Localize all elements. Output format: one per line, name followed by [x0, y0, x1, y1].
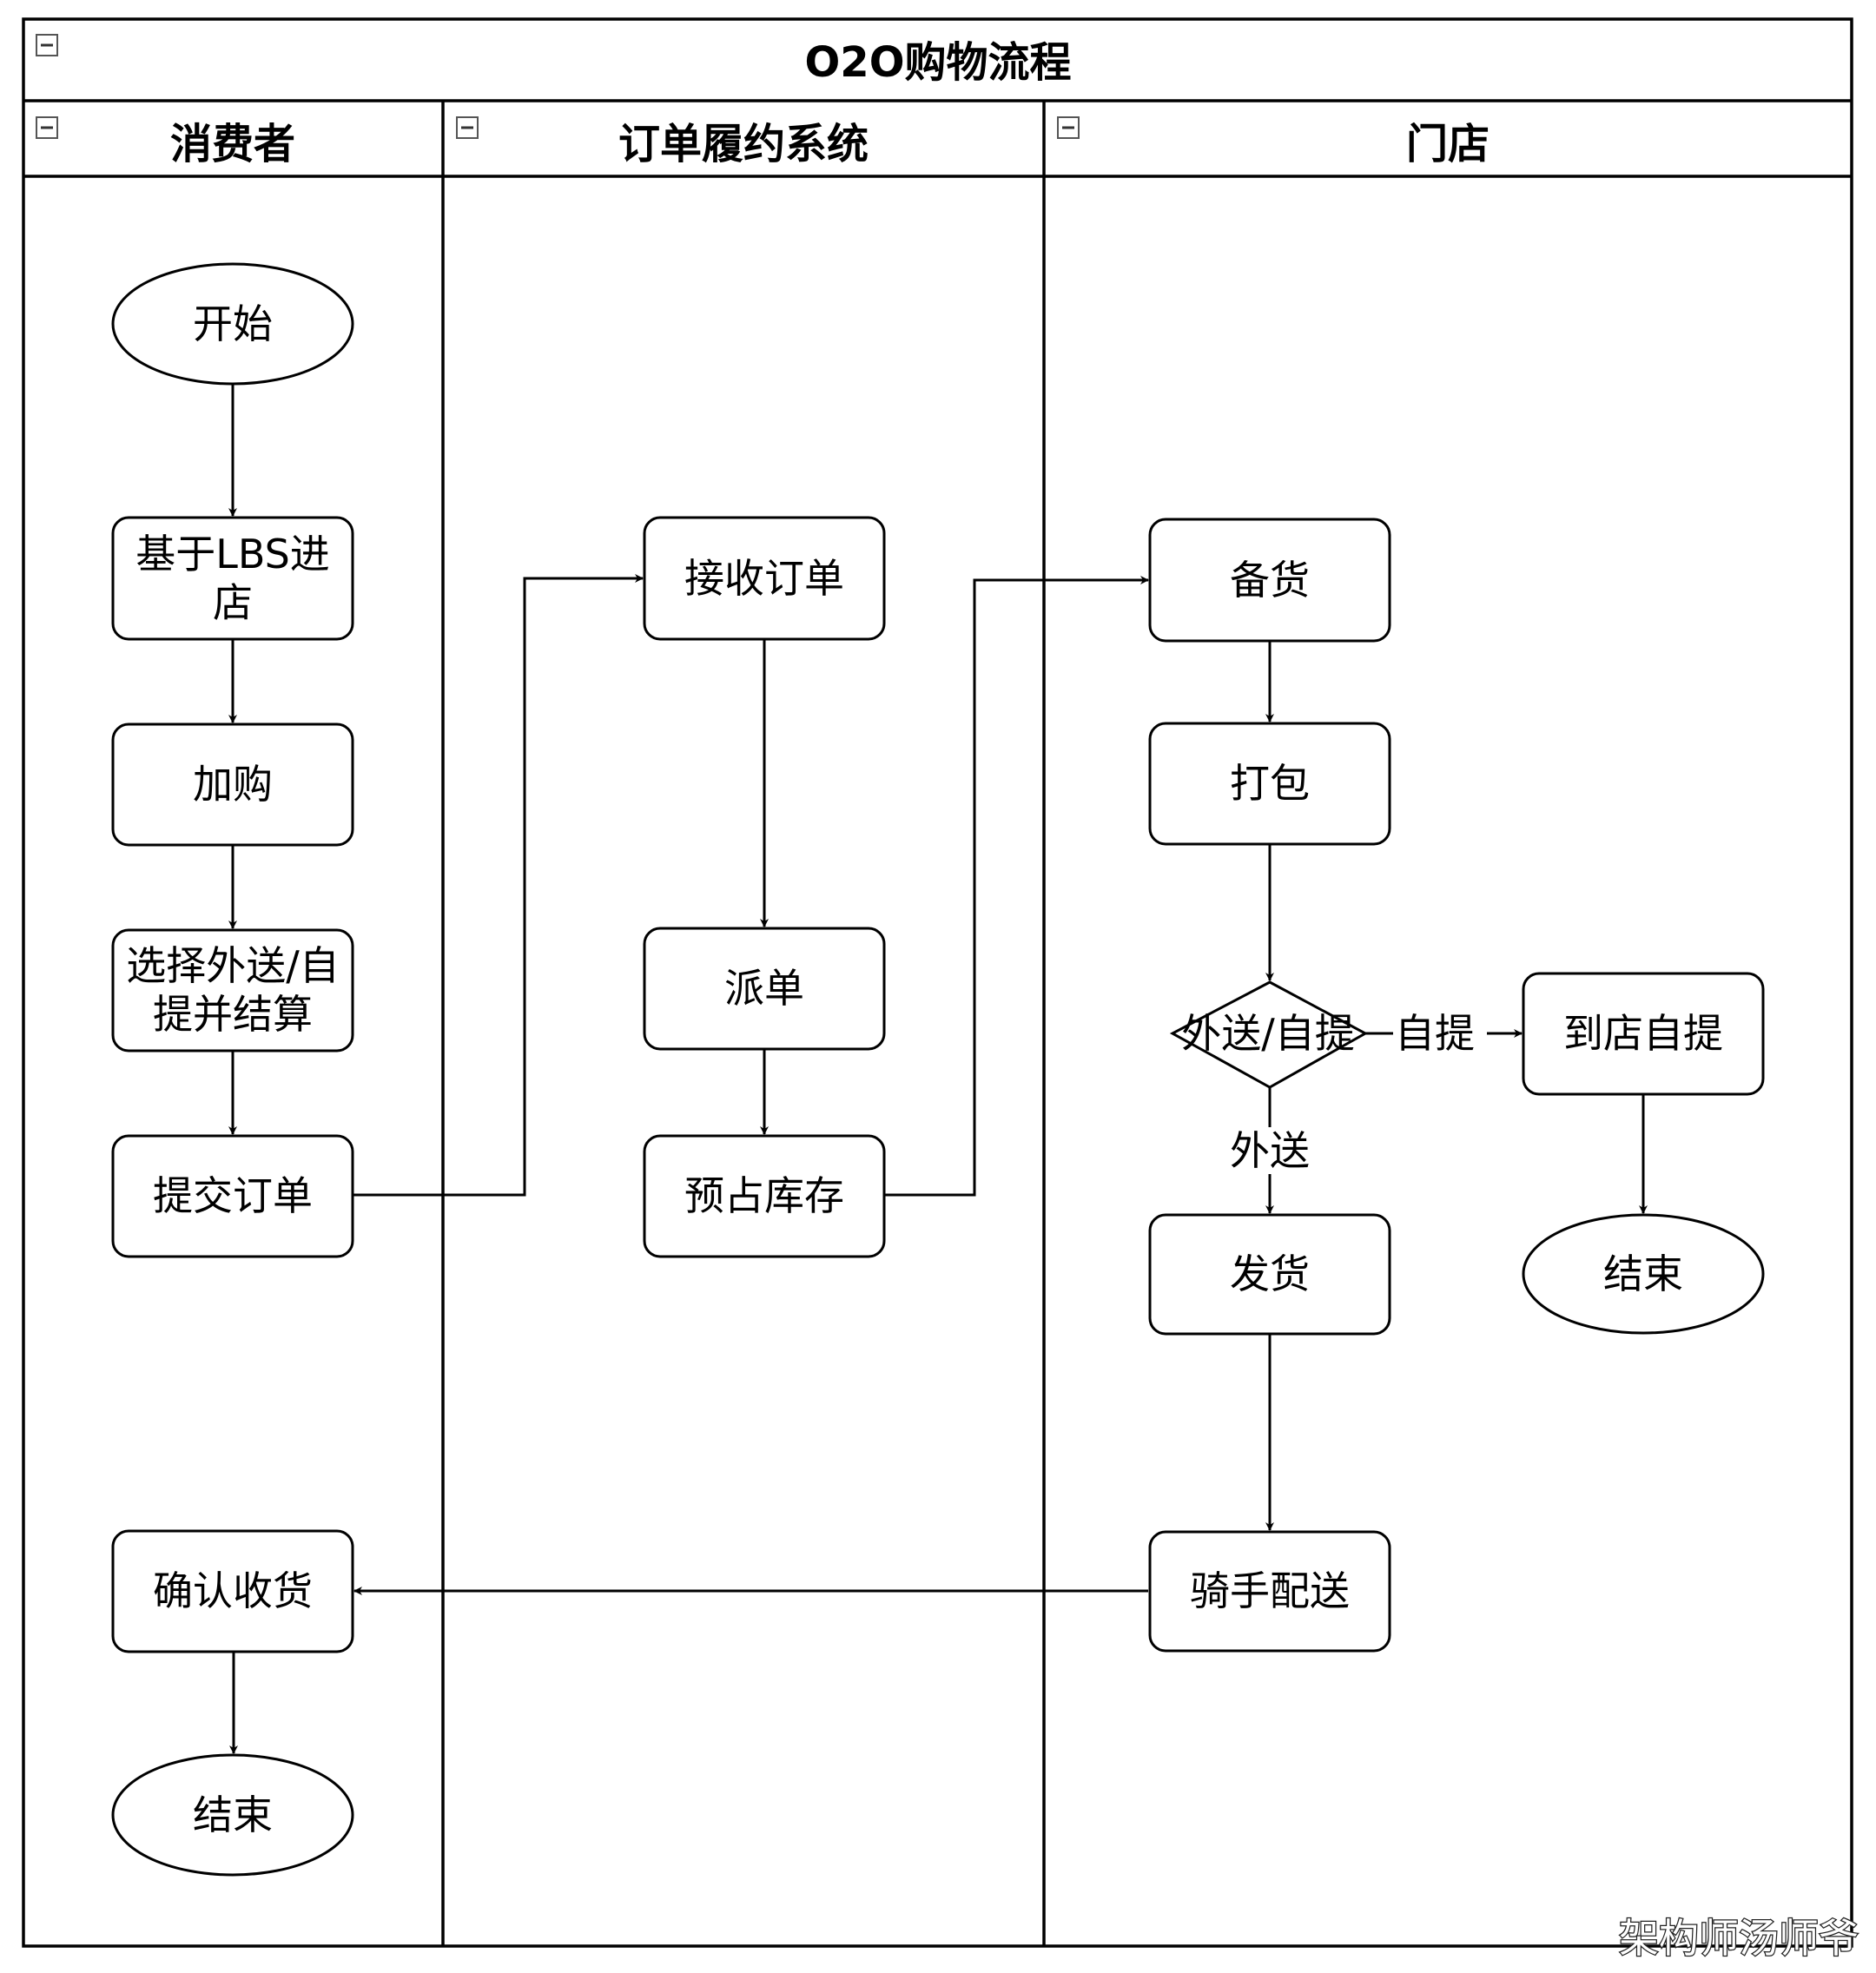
decision-diamond: [1169, 980, 1369, 1089]
system-lane-collapse-button[interactable]: [456, 116, 479, 139]
flow-node-lbs-enter-store[interactable]: 基于LBS进店: [111, 516, 354, 641]
flow-node-ship[interactable]: 发货: [1148, 1213, 1391, 1336]
node-label: 提交订单: [153, 1172, 313, 1219]
flow-node-end-store[interactable]: 结束: [1522, 1213, 1765, 1335]
terminator-shape: [1522, 1213, 1765, 1335]
flow-node-submit-order[interactable]: 提交订单: [111, 1134, 354, 1258]
store-lane-collapse-button[interactable]: [1057, 116, 1080, 139]
consumer-lane-collapse-button[interactable]: [36, 116, 58, 139]
node-label: 预占库存: [684, 1172, 844, 1219]
terminator-shape: [111, 1753, 354, 1877]
process-shape: [1522, 972, 1765, 1096]
lane-header-system: 订单履约系统: [618, 120, 869, 168]
flow-node-add-to-cart[interactable]: 加购: [111, 723, 354, 847]
flow-node-start[interactable]: 开始: [111, 262, 354, 386]
process-shape: [1148, 518, 1391, 643]
edge-reserve-prepare: [884, 576, 1149, 1197]
node-label: 结束: [1603, 1250, 1683, 1297]
edge-label-self-pickup: 自提: [1395, 1010, 1475, 1057]
flow-node-end-consumer[interactable]: 结束: [111, 1753, 354, 1877]
flow-node-receive-order[interactable]: 接收订单: [643, 516, 886, 641]
process-shape: [111, 723, 354, 847]
flow-node-dispatch-order[interactable]: 派单: [643, 927, 886, 1051]
process-shape: [1148, 1213, 1391, 1336]
node-label: 基于LBS进店: [135, 531, 330, 626]
watermark: 架构师汤师爷: [1619, 1915, 1859, 1962]
terminator-shape: [111, 262, 354, 386]
node-label: 外送/自提: [1181, 1010, 1355, 1057]
node-label: 选择外送/自提并结算: [126, 942, 340, 1038]
node-label: 备货: [1230, 557, 1310, 604]
flow-node-decision-delivery-or-pickup[interactable]: 外送/自提: [1169, 980, 1369, 1089]
pool: O2O购物流程 消费者 订单履约系统 门店: [22, 17, 1853, 1948]
flow-node-rider-delivery[interactable]: 骑手配送: [1148, 1530, 1391, 1653]
pool-border: [22, 17, 1853, 1948]
node-label: 骑手配送: [1190, 1567, 1350, 1614]
edge-submit-receive: [353, 574, 644, 1197]
process-shape: [111, 928, 354, 1052]
pool-collapse-button[interactable]: [36, 34, 58, 56]
process-shape: [1148, 1530, 1391, 1653]
node-label: 接收订单: [684, 555, 844, 602]
node-label: 开始: [193, 300, 273, 347]
process-shape: [643, 516, 886, 641]
edges: [228, 384, 1648, 1754]
flow-node-pack[interactable]: 打包: [1148, 722, 1391, 846]
edge-label-delivery: 外送: [1230, 1127, 1310, 1174]
flow-node-pickup-in-store[interactable]: 到店自提: [1522, 972, 1765, 1096]
lane-header-store: 门店: [1406, 120, 1490, 168]
node-label: 打包: [1230, 760, 1310, 807]
flow-node-reserve-inventory[interactable]: 预占库存: [643, 1134, 886, 1258]
pool-title: O2O购物流程: [804, 38, 1071, 87]
node-label: 派单: [724, 965, 804, 1012]
process-shape: [111, 1529, 354, 1653]
process-shape: [111, 516, 354, 641]
flow-node-confirm-receipt[interactable]: 确认收货: [111, 1529, 354, 1653]
lane-header-consumer: 消费者: [170, 120, 295, 168]
node-label: 确认收货: [153, 1567, 313, 1614]
node-label: 到店自提: [1563, 1010, 1723, 1057]
flow-node-choose-and-checkout[interactable]: 选择外送/自提并结算: [111, 928, 354, 1052]
flow-node-prepare-goods[interactable]: 备货: [1148, 518, 1391, 643]
process-shape: [643, 1134, 886, 1258]
process-shape: [1148, 722, 1391, 846]
process-shape: [111, 1134, 354, 1258]
node-label: 加购: [193, 761, 273, 808]
node-label: 发货: [1230, 1250, 1310, 1297]
process-shape: [643, 927, 886, 1051]
node-label: 结束: [193, 1792, 273, 1838]
